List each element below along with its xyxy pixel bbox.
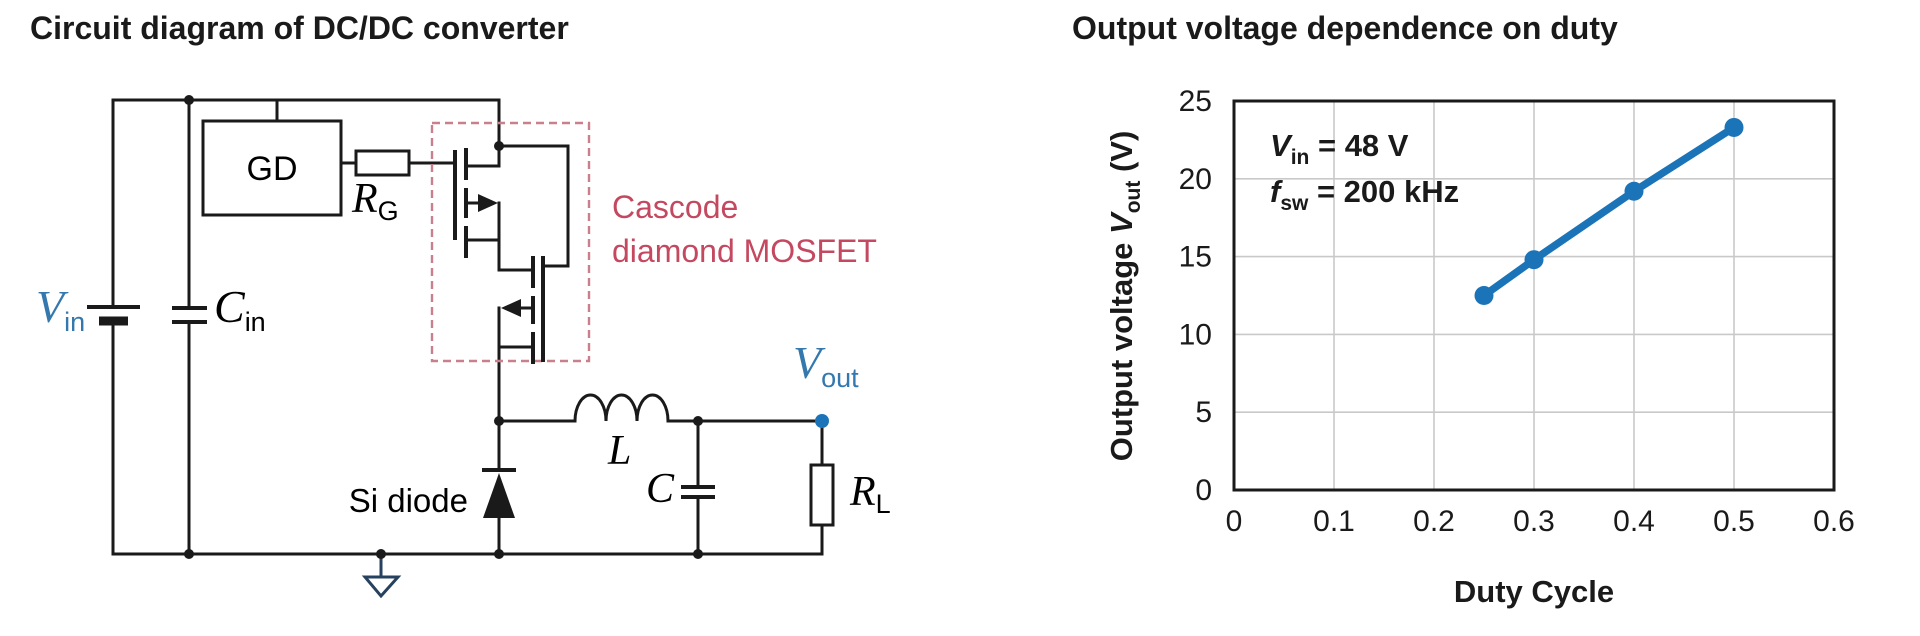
duty-cycle-chart: 0 0.1 0.2 0.3 0.4 0.5 0.6 0 5 10 15 20 25 Vin = 48 … — [1104, 85, 1855, 609]
capacitor-cin-symbol — [172, 306, 207, 324]
x-tick-label: 0.4 — [1613, 505, 1655, 538]
x-tick-labels: 0 0.1 0.2 0.3 0.4 0.5 0.6 — [1226, 505, 1855, 538]
ground-symbol — [361, 554, 402, 599]
y-axis-title: Output voltage Vout (V) — [1104, 131, 1145, 462]
resistor-rg-symbol: RG — [351, 149, 411, 226]
data-point — [1624, 181, 1644, 201]
chart-title: Output voltage dependence on duty — [1072, 10, 1618, 46]
y-tick-labels: 0 5 10 15 20 25 — [1179, 85, 1212, 507]
annotation-vin: Vin = 48 V — [1270, 128, 1409, 169]
gate-driver-label: GD — [247, 150, 298, 188]
data-point — [1524, 250, 1544, 270]
capacitor-label: C — [646, 466, 675, 512]
y-tick-label: 10 — [1179, 318, 1212, 351]
cascode-dashed-box — [430, 121, 591, 363]
x-tick-label: 0.2 — [1413, 505, 1455, 538]
circuit-wires — [111, 98, 824, 556]
x-tick-label: 0.6 — [1813, 505, 1855, 538]
y-tick-label: 15 — [1179, 241, 1212, 274]
si-diode-symbol — [482, 468, 516, 518]
resistor-rl-symbol — [809, 463, 835, 527]
circuit-diagram: GD RG — [36, 95, 891, 599]
x-tick-label: 0.3 — [1513, 505, 1555, 538]
gate-driver-block: GD — [201, 119, 343, 217]
inductor-symbol — [573, 393, 670, 423]
annotation-fsw: fsw = 200 kHz — [1270, 174, 1459, 215]
y-tick-label: 0 — [1195, 474, 1212, 507]
data-series — [1474, 117, 1744, 305]
vout-node-dot — [815, 414, 829, 428]
data-point — [1724, 117, 1744, 137]
plot-border — [1232, 99, 1836, 492]
vin-label: Vin — [36, 281, 85, 337]
x-tick-label: 0.1 — [1313, 505, 1355, 538]
data-point — [1474, 286, 1494, 305]
y-tick-label: 25 — [1179, 85, 1212, 118]
y-tick-label: 5 — [1195, 396, 1212, 429]
x-tick-label: 0 — [1226, 505, 1243, 538]
y-tick-label: 20 — [1179, 163, 1212, 196]
si-diode-label: Si diode — [349, 482, 468, 519]
lower-mosfet-arrow — [501, 299, 521, 317]
inductor-label: L — [607, 428, 631, 474]
data-line — [1480, 123, 1738, 300]
circuit-title: Circuit diagram of DC/DC converter — [30, 10, 569, 46]
rl-label: RL — [849, 469, 891, 519]
cin-label: Cin — [214, 281, 266, 337]
battery-vin-symbol — [87, 305, 140, 326]
cascode-label-line2: diamond MOSFET — [612, 233, 877, 269]
lower-mosfet-symbol — [497, 256, 545, 364]
upper-mosfet-arrow — [478, 194, 498, 212]
vout-label: Vout — [793, 337, 859, 393]
resistor-rg-label: RG — [351, 176, 399, 226]
cascode-label-line1: Cascode — [612, 189, 738, 225]
upper-mosfet-symbol — [453, 148, 501, 272]
junction-dots — [184, 95, 703, 559]
x-tick-label: 0.5 — [1713, 505, 1755, 538]
capacitor-c-symbol — [681, 485, 715, 499]
x-axis-title: Duty Cycle — [1454, 574, 1614, 609]
